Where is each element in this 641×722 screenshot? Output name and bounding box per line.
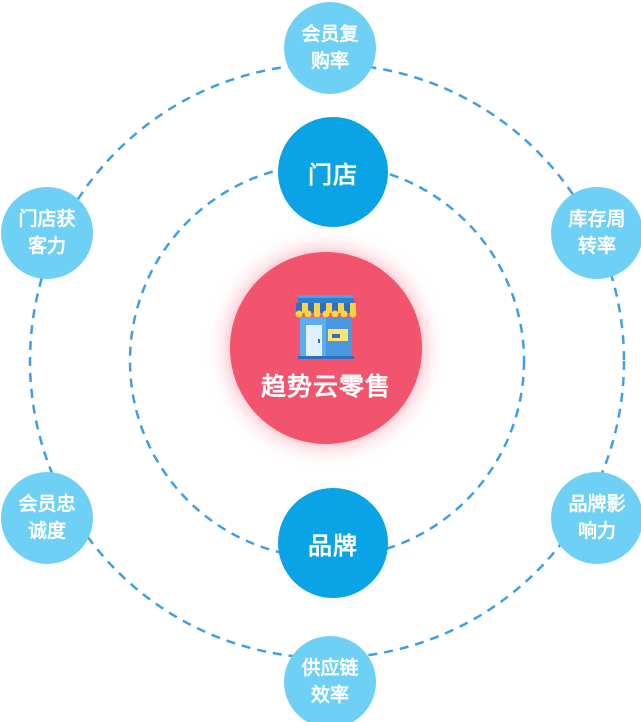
node-label: 门店 bbox=[308, 160, 358, 189]
node-label: 会员复购率 bbox=[301, 23, 359, 72]
node-label: 门店获客力 bbox=[18, 208, 76, 257]
node-store-acquisition: 门店获客力 bbox=[1, 187, 93, 279]
node-label: 品牌 bbox=[308, 531, 358, 560]
node-brand: 品牌 bbox=[278, 488, 388, 598]
node-brand-influence: 品牌影响力 bbox=[551, 472, 641, 564]
node-member-loyalty: 会员忠诚度 bbox=[1, 472, 93, 564]
store-icon bbox=[295, 295, 357, 359]
center-title: 趋势云零售 bbox=[260, 372, 391, 401]
center-hub: 趋势云零售 bbox=[230, 252, 422, 444]
node-member-repurchase: 会员复购率 bbox=[284, 2, 376, 94]
node-inventory-turnover: 库存周转率 bbox=[551, 187, 641, 279]
node-label: 库存周转率 bbox=[568, 208, 626, 257]
node-store: 门店 bbox=[278, 117, 388, 227]
node-label: 会员忠诚度 bbox=[18, 493, 76, 542]
node-label: 品牌影响力 bbox=[568, 493, 626, 542]
node-label: 供应链效率 bbox=[301, 657, 359, 706]
node-supply-chain-efficiency: 供应链效率 bbox=[284, 636, 376, 722]
